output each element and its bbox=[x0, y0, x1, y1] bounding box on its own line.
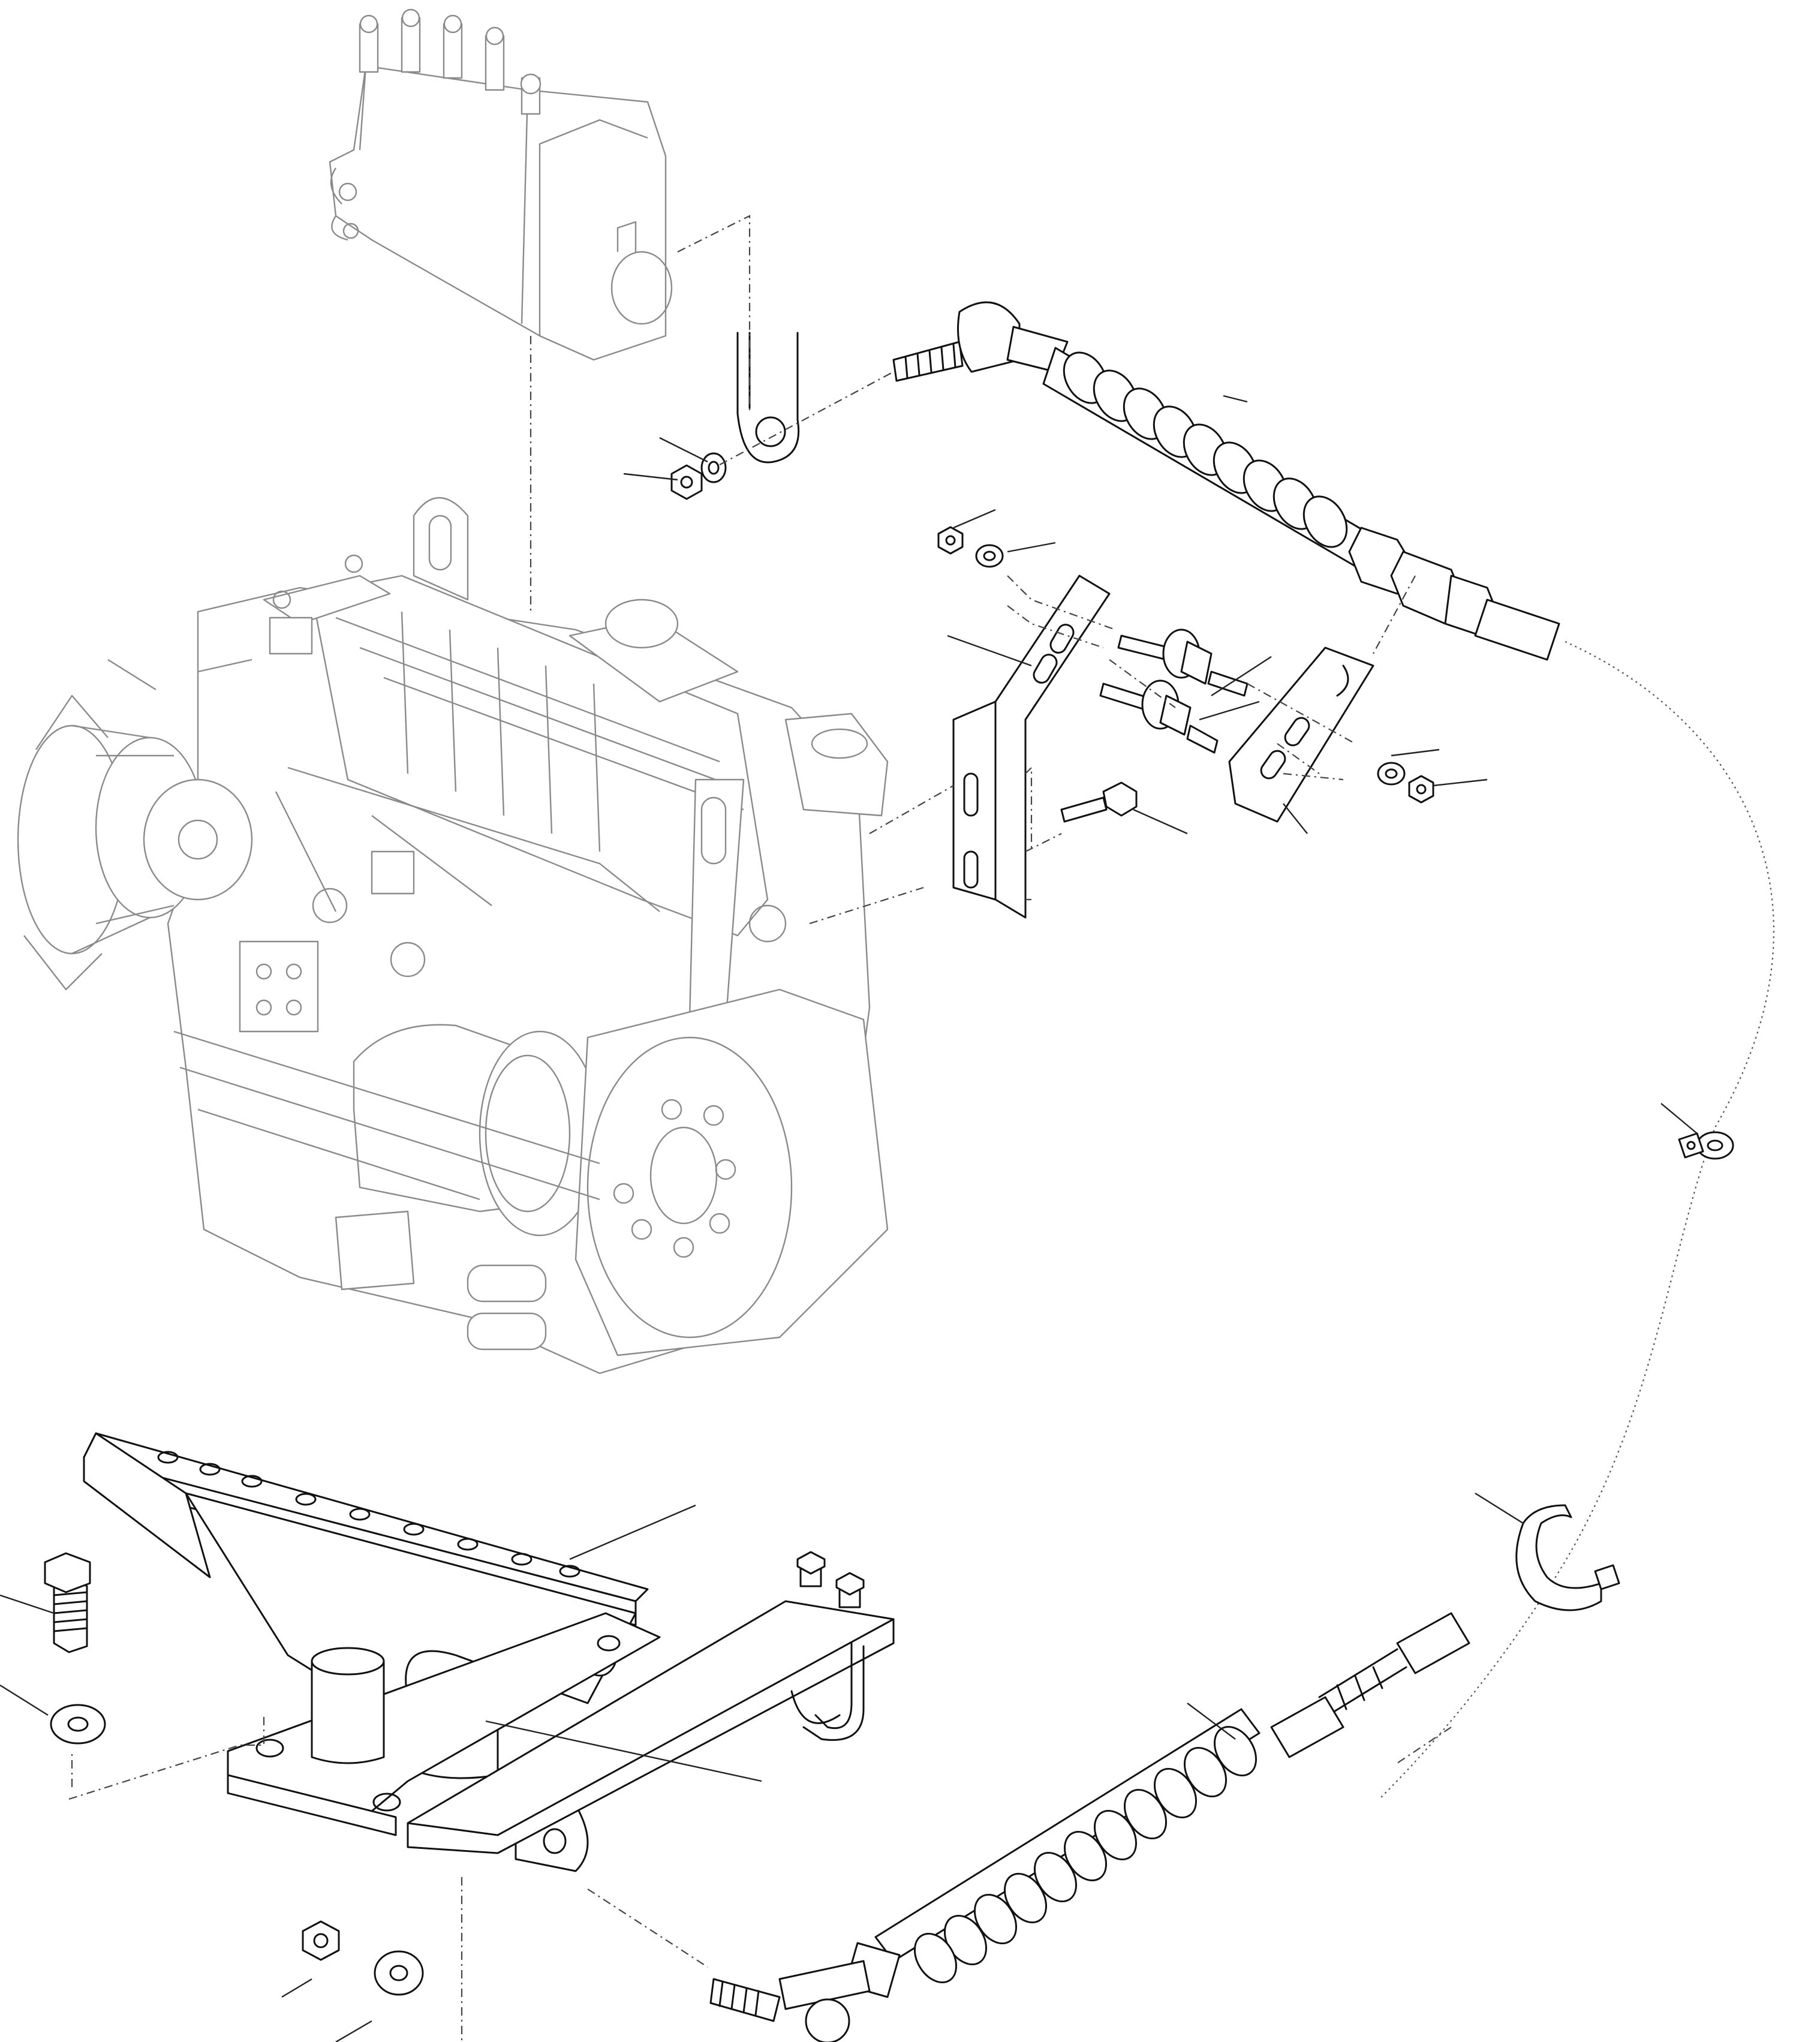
cable-clip bbox=[1678, 1131, 1734, 1160]
leader-lines bbox=[0, 395, 1698, 2042]
pedal-base-plate bbox=[227, 1612, 661, 1872]
rubber-mounts bbox=[1099, 628, 1249, 754]
pivot-bracket bbox=[407, 1551, 895, 1854]
retaining-band bbox=[1515, 1504, 1620, 1611]
engine-block bbox=[17, 497, 889, 1375]
washers bbox=[50, 452, 1406, 1996]
clamp-plate bbox=[1228, 646, 1374, 823]
lock-nuts bbox=[302, 464, 1434, 1961]
cable-mounting-bracket bbox=[952, 575, 1111, 919]
throttle-lever bbox=[736, 332, 800, 464]
bracket-bolt bbox=[1060, 781, 1138, 823]
center-lines bbox=[68, 215, 1452, 2042]
injection-pump bbox=[329, 8, 673, 361]
pedal-hex-bolt bbox=[44, 1552, 91, 1653]
throttle-cable bbox=[709, 301, 1774, 2042]
